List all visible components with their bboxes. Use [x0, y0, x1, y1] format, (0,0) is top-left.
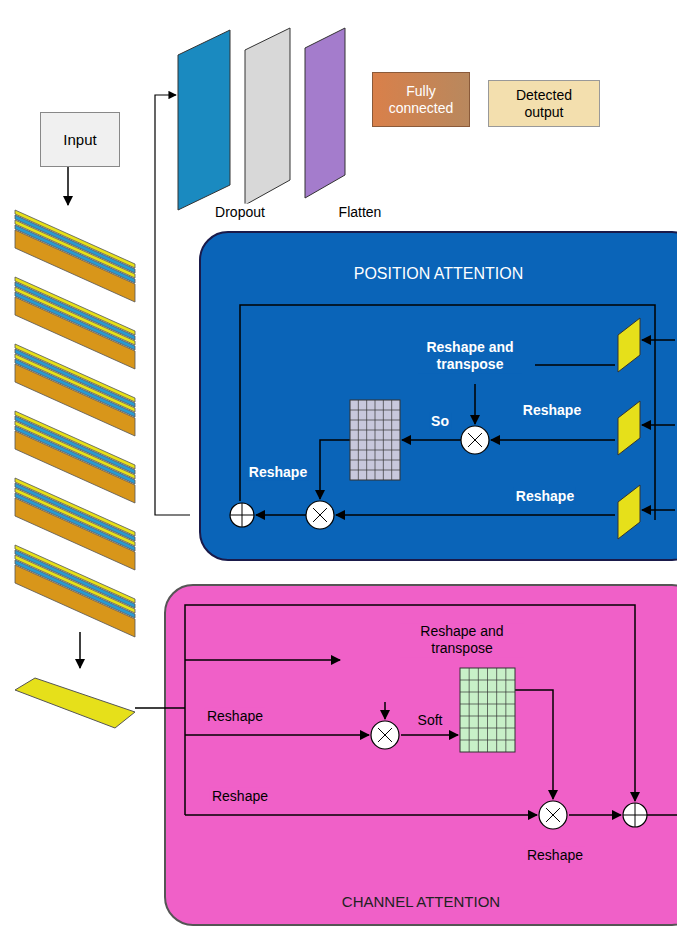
step-label: So	[429, 413, 451, 430]
query-wire	[535, 364, 615, 366]
multiply-symbol	[306, 501, 334, 529]
node-text: Input	[63, 131, 96, 149]
channel-panel-ground	[165, 585, 677, 925]
position-panel-ground	[200, 232, 677, 560]
step-label: Reshape	[514, 488, 576, 505]
attention-wire	[320, 440, 350, 499]
attention-matrix	[460, 668, 515, 752]
conv-block	[618, 401, 640, 455]
attention-panel: POSITION ATTENTION	[200, 232, 677, 560]
input-wire	[642, 339, 675, 341]
step-label: Dropout	[213, 204, 267, 221]
residual-wire	[185, 605, 635, 815]
sum-wire	[256, 514, 306, 516]
softmax-wire	[402, 439, 461, 441]
node-text: Detected output	[495, 87, 593, 121]
operator-symbols	[230, 426, 647, 829]
softmax-wire	[401, 734, 458, 736]
query-arrow	[474, 384, 476, 424]
reshape-wire	[185, 734, 369, 736]
node-text: CHANNEL ATTENTION	[342, 893, 500, 911]
conv-layer-stack	[15, 210, 135, 637]
step-label: Reshape	[247, 464, 309, 481]
transpose-wire	[185, 659, 340, 661]
step-label: Reshape and transpose	[400, 623, 524, 657]
flatten-layer	[305, 28, 345, 198]
step-label: Soft	[416, 712, 445, 729]
residual-wire	[240, 305, 655, 520]
stack-arrow	[79, 632, 81, 668]
step-label: Reshape	[210, 788, 270, 805]
value-wire	[336, 514, 615, 516]
add-symbol	[230, 503, 254, 527]
node-text: Fully connected	[379, 83, 463, 117]
input-wire	[642, 424, 675, 426]
multiply-symbol	[371, 721, 399, 749]
layer-slab	[15, 565, 135, 637]
feature-wire	[135, 707, 185, 709]
multiply-symbol	[461, 426, 489, 454]
step-label: Reshape	[521, 402, 583, 419]
key-wire	[491, 439, 615, 441]
step-label: Reshape	[205, 708, 265, 725]
matrix-frame	[460, 668, 515, 752]
add-symbol	[623, 803, 647, 827]
feature-map	[15, 678, 135, 728]
value-wire	[185, 814, 537, 816]
node-text: POSITION ATTENTION	[354, 264, 524, 283]
attention-wire	[515, 690, 553, 799]
process-box: Fully connected	[372, 72, 470, 127]
input-wire	[642, 509, 675, 511]
attention-matrix	[350, 400, 400, 480]
step-label: Flatten	[337, 204, 384, 221]
input-box: Input	[40, 112, 120, 167]
matrix-frame	[350, 400, 400, 480]
attention-output-wire	[155, 95, 190, 515]
dropout-layer	[245, 28, 290, 205]
step-label: Reshape	[525, 847, 585, 864]
output-wire	[647, 814, 677, 816]
sum-wire	[569, 814, 621, 816]
transpose-arrow	[384, 702, 386, 719]
input-arrow	[67, 167, 69, 205]
step-label: Reshape and transpose	[418, 339, 522, 373]
output-box: Detected output	[488, 80, 600, 127]
dense-layer	[178, 30, 230, 210]
multiply-symbol	[539, 801, 567, 829]
conv-block	[618, 318, 640, 372]
conv-block	[618, 485, 640, 539]
